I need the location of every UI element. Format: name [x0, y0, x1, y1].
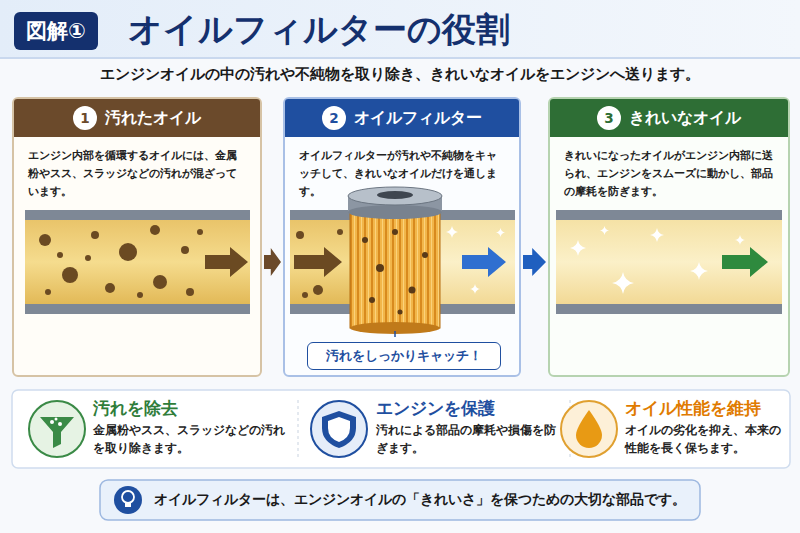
feature-heading: オイル性能を維持 — [625, 397, 787, 419]
panel-header: 1 汚れたオイル — [14, 99, 260, 137]
panel-header: 2 オイルフィルター — [285, 99, 519, 137]
panel-box: 1 汚れたオイルエンジン内部を循環するオイルには、金属粉やスス、スラッジなどの汚れ… — [12, 97, 262, 377]
feature-heading: エンジンを保護 — [376, 397, 562, 419]
step-number: 3 — [597, 106, 621, 130]
figure-badge: 図解① — [14, 12, 98, 50]
callout-text: 汚れをしっかりキャッチ！ — [326, 347, 482, 365]
step-title: オイルフィルター — [354, 108, 482, 129]
panel-box: 3 きれいなオイルきれいになったオイルがエンジン内部に送られ、エンジンをスムーズに… — [548, 97, 790, 377]
subtitle: エンジンオイルの中の汚れや不純物を取り除き、きれいなオイルをエンジンへ送ります。 — [0, 65, 800, 84]
step-description: オイルフィルターが汚れや不純物をキャッチして、きれいなオイルだけを通します。 — [285, 137, 519, 211]
callout-box: 汚れをしっかりキャッチ！ — [307, 342, 501, 370]
step-number: 1 — [73, 106, 97, 130]
step-title: 汚れたオイル — [105, 108, 201, 129]
feat-box: 汚れを除去金属粉やスス、スラッジなどの汚れを取り除きます。 — [93, 397, 288, 461]
feat-box: オイル性能を維持オイルの劣化を抑え、本来の性能を長く保ちます。 — [625, 397, 787, 461]
feat-box: エンジンを保護汚れによる部品の摩耗や損傷を防ぎます。 — [376, 397, 562, 461]
flow-arrow — [264, 248, 281, 276]
note-box: オイルフィルターは、エンジンオイルの「きれいさ」を保つための大切な部品です。 — [100, 480, 700, 520]
step-title: きれいなオイル — [629, 108, 741, 129]
feature-heading: 汚れを除去 — [93, 397, 288, 419]
feature-body: オイルの劣化を抑え、本来の性能を長く保ちます。 — [625, 422, 787, 458]
step-description: きれいになったオイルがエンジン内部に送られ、エンジンをスムーズに動かし、部品の摩… — [550, 137, 788, 211]
step-description: エンジン内部を循環するオイルには、金属粉やスス、スラッジなどの汚れが混ざっていま… — [14, 137, 260, 211]
flow-arrow — [523, 248, 546, 276]
diagram-title: オイルフィルターの役割 — [128, 6, 510, 52]
panel-header: 3 きれいなオイル — [550, 99, 788, 137]
step-number: 2 — [322, 106, 346, 130]
feature-body: 汚れによる部品の摩耗や損傷を防ぎます。 — [376, 422, 562, 458]
note-text: オイルフィルターは、エンジンオイルの「きれいさ」を保つための大切な部品です。 — [154, 491, 686, 509]
panel-box: 2 オイルフィルターオイルフィルターが汚れや不純物をキャッチして、きれいなオイルだ… — [283, 97, 521, 377]
feature-body: 金属粉やスス、スラッジなどの汚れを取り除きます。 — [93, 422, 288, 458]
